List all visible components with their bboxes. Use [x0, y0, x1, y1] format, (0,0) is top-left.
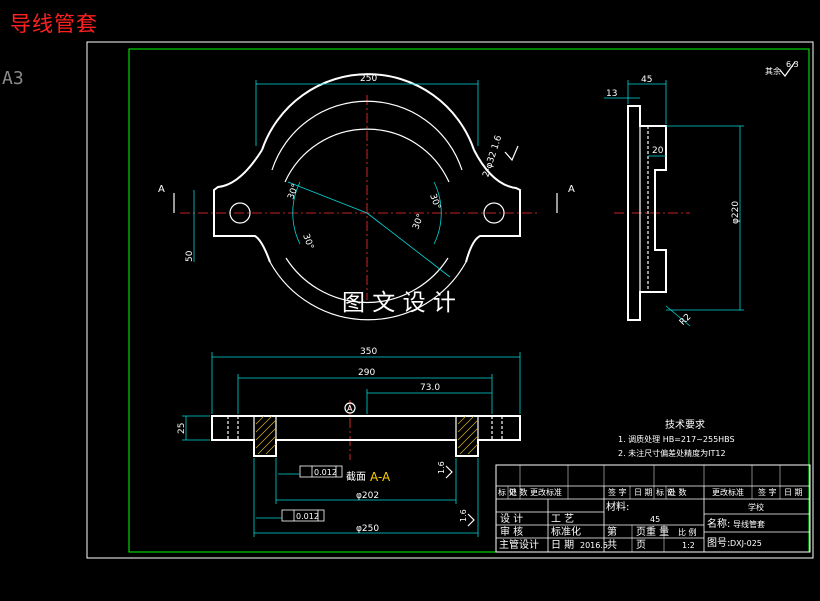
dim-25: 25 — [177, 423, 187, 434]
title-block: 标 记 处 数 更改标准 签 字 日 期 标 记 处 数 更改标准 签 字 日 … — [495, 464, 811, 553]
tb-header-0: 标 记 — [498, 487, 517, 497]
section-name: A-A — [370, 470, 391, 484]
roughness-1-6-mid: 1.6 — [437, 461, 446, 474]
roughness-1-6-top: 1.6 — [490, 134, 504, 151]
dim-50: 50 — [185, 250, 195, 262]
tb-material-value: 45 — [650, 515, 660, 524]
tb-header-9: 日 期 — [784, 488, 803, 497]
dim-350: 350 — [360, 347, 377, 357]
angle-30-b: 30° — [300, 233, 315, 251]
tb-name-value: 导线管套 — [733, 519, 765, 529]
tb-drawing-label: 图号: — [707, 537, 730, 549]
tb-chief: 主管设计 — [499, 538, 539, 551]
dim-45: 45 — [641, 75, 652, 85]
tb-page-label: 第 — [607, 525, 617, 538]
tb-sheet-label-1: 页 — [636, 526, 646, 538]
section-view: 350 290 73.0 A 25 φ202 φ250 0.012 — [177, 347, 521, 537]
roughness-note: 其余 — [765, 66, 781, 76]
tb-header-8: 签 字 — [758, 487, 777, 497]
dim-290: 290 — [358, 368, 375, 378]
outer-frame — [86, 41, 814, 559]
tb-header-7: 更改标准 — [712, 487, 744, 497]
dim-73: 73.0 — [420, 383, 440, 393]
side-view: 45 13 20 φ220 R2 其余 6.3 — [604, 60, 799, 328]
tb-school: 学校 — [748, 502, 764, 512]
tb-material-label: 材料: — [606, 500, 629, 513]
tb-weight-label: 重 量 — [646, 525, 669, 538]
dim-250-top: 250 — [360, 74, 377, 84]
inner-frame — [128, 48, 810, 553]
tb-design: 设 计 — [500, 512, 523, 525]
datum-label: A — [347, 404, 353, 413]
tb-process: 工 艺 — [551, 513, 574, 525]
dim-phi220: φ220 — [731, 201, 741, 224]
tb-date-label: 日 期 — [551, 539, 574, 551]
tb-review: 审 核 — [500, 525, 523, 538]
tb-header-4: 日 期 — [634, 488, 653, 497]
dim-13: 13 — [606, 89, 617, 99]
watermark-text: 图 文 设 计 — [342, 290, 456, 316]
tb-page-total: 共 — [607, 539, 617, 551]
hole-note: 2-φ32 — [481, 150, 499, 178]
section-mark-left: A — [158, 184, 165, 195]
dim-r2: R2 — [678, 312, 694, 328]
tb-header-6: 处 数 — [668, 487, 687, 497]
roughness-1-6-bottom: 1.6 — [459, 509, 468, 522]
dim-phi202: φ202 — [356, 491, 379, 501]
sheet-size-label: A3 — [2, 68, 24, 89]
tb-sheet-label-2: 页 — [636, 539, 646, 551]
dim-phi250: φ250 — [356, 524, 379, 534]
tb-scale-value: 1:2 — [682, 541, 695, 550]
section-mark-right: A — [568, 184, 575, 195]
tb-standard: 标准化 — [551, 525, 581, 538]
tech-title: 技术要求 — [665, 418, 705, 431]
tb-scale-label: 比 例 — [678, 527, 697, 537]
tech-item-2: 2. 未注尺寸偏差处精度为IT12 — [618, 448, 726, 458]
roughness-value-6-3: 6.3 — [786, 60, 799, 69]
top-view: 250 50 30° 30° 30° 30° 2-φ32 1.6 A A — [158, 73, 575, 321]
angle-30-c: 30° — [427, 193, 442, 211]
tolerance-1: 0.012 — [314, 468, 337, 477]
tb-date-value: 2016.5 — [580, 541, 608, 550]
angle-30-d: 30° — [411, 213, 426, 231]
tb-header-1: 处 数 — [509, 487, 528, 497]
tb-header-2: 更改标准 — [530, 487, 562, 497]
tb-header-3: 签 字 — [608, 487, 627, 497]
angle-30-a: 30° — [286, 183, 301, 201]
tech-item-1: 1. 调质处理 HB=217~255HBS — [618, 434, 735, 444]
tolerance-2: 0.012 — [296, 512, 319, 521]
tb-drawing-value: DXJ-025 — [730, 539, 762, 548]
tb-header-5: 标 记 — [656, 487, 675, 497]
tb-name-label: 名称: — [707, 517, 730, 530]
dim-20: 20 — [652, 146, 664, 156]
section-label: 截面 — [346, 470, 366, 483]
drawing-title: 导线管套 — [10, 12, 98, 36]
